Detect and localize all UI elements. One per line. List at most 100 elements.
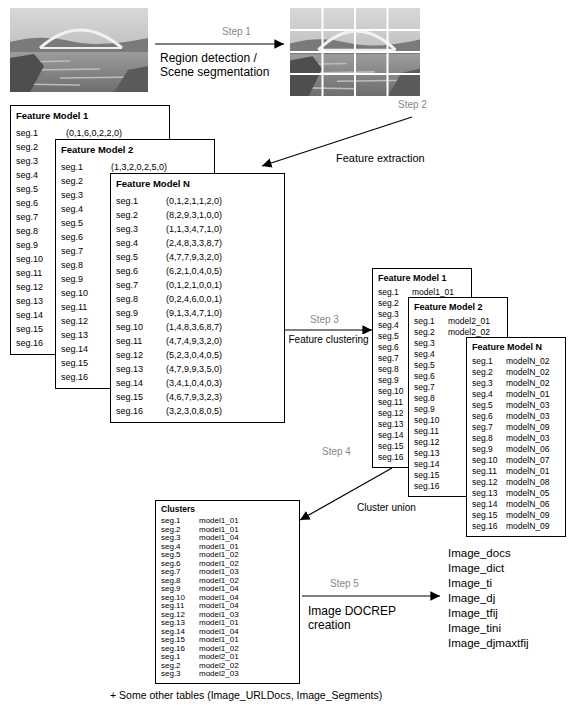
table-cell: model1_04: [199, 628, 239, 637]
table-cell: (4,7,4,9,3,2,0): [166, 334, 222, 348]
table-box: Clustersseg.1model1_01seg.2model1_01seg.…: [155, 500, 300, 684]
table-cell: seg.16: [61, 370, 111, 384]
table-heading: Feature Model 1: [16, 106, 164, 126]
table-cell: seg.5: [414, 360, 448, 371]
table-cell: seg.2: [472, 367, 506, 378]
table-cell: seg.8: [161, 577, 199, 586]
table-row: seg.14model1_04: [161, 628, 294, 637]
table-row: seg.1(0,1,6,0,2,2,0): [16, 126, 164, 140]
table-row: seg.3(1,1,3,4,7,1,0): [116, 222, 279, 236]
table-cell: seg.3: [61, 188, 111, 202]
table-cell: model1_04: [199, 594, 239, 603]
table-cell: seg.12: [472, 477, 506, 488]
table-cell: seg.10: [61, 286, 111, 300]
table-cell: seg.1: [61, 160, 111, 174]
table-cell: seg.1: [161, 653, 199, 662]
table-row: seg.14(3,4,1,0,4,0,3): [116, 376, 279, 390]
table-cell: seg.8: [414, 393, 448, 404]
table-cell: seg.1: [414, 316, 448, 327]
table-row: seg.13(4,7,9,9,3,5,0): [116, 362, 279, 376]
table-cell: (0,1,6,0,2,2,0): [66, 126, 122, 140]
table-heading: Clusters: [161, 501, 294, 517]
table-cell: seg.7: [161, 568, 199, 577]
table-row: seg.8modelN_03: [472, 433, 560, 444]
table-cell: modelN_01: [506, 466, 549, 477]
step-label: Step 4: [322, 446, 351, 458]
table-cell: seg.2: [378, 298, 412, 309]
step-label: Step 1: [222, 26, 251, 38]
table-cell: seg.8: [61, 258, 111, 272]
table-row: seg.1(1,3,2,0,2,5,0): [61, 160, 209, 174]
table-row: seg.15modelN_09: [472, 510, 560, 521]
table-cell: seg.1: [16, 126, 66, 140]
table-cell: seg.10: [472, 455, 506, 466]
table-cell: (6,2,1,0,4,0,5): [166, 264, 222, 278]
table-row: seg.9(9,1,3,4,7,1,0): [116, 306, 279, 320]
table-cell: seg.9: [414, 404, 448, 415]
table-cell: seg.12: [161, 611, 199, 620]
table-cell: seg.12: [414, 437, 448, 448]
table-cell: seg.5: [378, 331, 412, 342]
table-cell: seg.13: [378, 419, 412, 430]
table-row: seg.1model2_01: [414, 316, 502, 327]
table-cell: seg.16: [378, 452, 412, 463]
table-cell: modelN_09: [506, 521, 549, 532]
table-row: seg.6model1_02: [161, 560, 294, 569]
table-cell: (4,7,9,9,3,5,0): [166, 362, 222, 376]
table-cell: seg.3: [116, 222, 166, 236]
table-cell: seg.4: [116, 236, 166, 250]
table-row: seg.7(0,1,2,1,0,0,1): [116, 278, 279, 292]
table-name: Image_ti: [448, 576, 492, 590]
table-cell: (1,1,3,4,7,1,0): [166, 222, 222, 236]
table-name: Image_djmaxtfij: [448, 636, 529, 650]
table-cell: seg.13: [414, 448, 448, 459]
table-cell: model1_03: [199, 568, 239, 577]
table-cell: seg.3: [414, 338, 448, 349]
table-cell: (0,1,2,1,0,0,1): [166, 278, 222, 292]
table-cell: model1_01: [199, 543, 239, 552]
table-cell: seg.4: [414, 349, 448, 360]
table-row: seg.8model1_02: [161, 577, 294, 586]
table-cell: seg.5: [61, 216, 111, 230]
table-cell: seg.11: [161, 602, 199, 611]
table-row: seg.10model1_04: [161, 594, 294, 603]
table-cell: model1_02: [199, 645, 239, 654]
table-cell: seg.8: [378, 364, 412, 375]
step-label: Step 5: [330, 578, 359, 590]
table-cell: seg.14: [378, 430, 412, 441]
table-row: seg.6(6,2,1,0,4,0,5): [116, 264, 279, 278]
step-description: Region detection / Scene segmentation: [160, 51, 284, 79]
table-cell: (5,2,3,0,4,0,5): [166, 348, 222, 362]
step-label: Step 3: [310, 314, 339, 326]
table-cell: seg.7: [61, 244, 111, 258]
table-row: seg.4model1_01: [161, 543, 294, 552]
table-cell: modelN_03: [506, 400, 549, 411]
table-row: seg.2modelN_02: [472, 367, 560, 378]
table-row: seg.11modelN_01: [472, 466, 560, 477]
table-cell: seg.1: [116, 194, 166, 208]
table-row: seg.1model1_01: [161, 517, 294, 526]
table-cell: seg.12: [61, 314, 111, 328]
table-cell: seg.1: [161, 517, 199, 526]
table-cell: seg.9: [378, 375, 412, 386]
table-cell: seg.4: [378, 320, 412, 331]
edge-label: Cluster union: [356, 502, 417, 514]
table-cell: seg.11: [414, 426, 448, 437]
table-cell: seg.6: [378, 342, 412, 353]
table-cell: (2,4,8,3,3,8,7): [166, 236, 222, 250]
table-row: seg.4(2,4,8,3,3,8,7): [116, 236, 279, 250]
table-row: seg.16(3,2,3,0,8,0,5): [116, 404, 279, 418]
table-cell: seg.9: [161, 585, 199, 594]
table-cell: seg.6: [116, 264, 166, 278]
table-cell: seg.5: [116, 250, 166, 264]
table-cell: seg.8: [472, 433, 506, 444]
table-cell: seg.10: [116, 320, 166, 334]
table-row: seg.3modelN_02: [472, 378, 560, 389]
table-cell: model1_01: [199, 619, 239, 628]
table-cell: modelN_02: [506, 378, 549, 389]
table-row: seg.8(0,2,4,6,0,0,1): [116, 292, 279, 306]
table-row: seg.3model1_04: [161, 534, 294, 543]
table-cell: seg.16: [472, 521, 506, 532]
table-cell: model2_02: [199, 662, 239, 671]
table-row: seg.11(4,7,4,9,3,2,0): [116, 334, 279, 348]
